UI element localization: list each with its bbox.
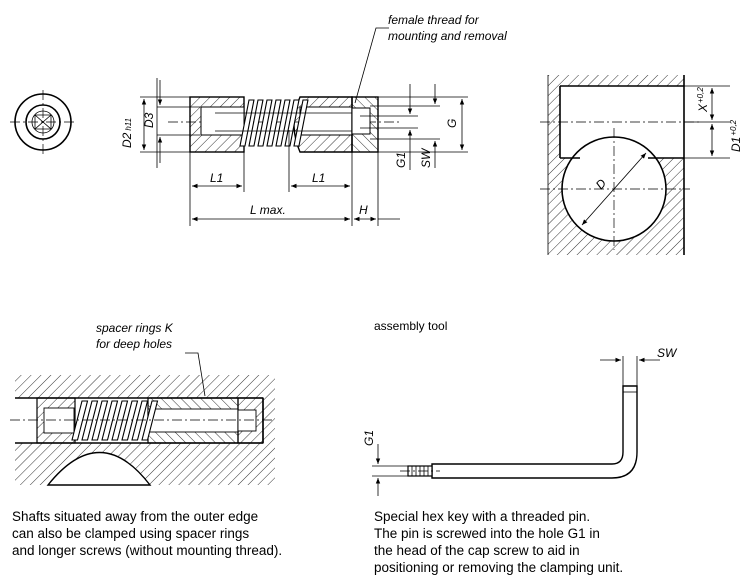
hexkey-caption: Special hex key with a threaded pin. The…	[374, 508, 623, 576]
d1-label: D1+0,2	[729, 119, 743, 152]
x-label: X+0,2	[696, 87, 710, 113]
female-thread-label-2: mounting and removal	[388, 29, 507, 43]
g1-label: G1	[394, 152, 408, 168]
tool-sw-label: SW	[657, 346, 678, 360]
d3-label: D3	[142, 112, 156, 128]
tool-g1-label: G1	[362, 430, 376, 446]
spring-coils	[239, 99, 309, 147]
side-view-dimensions	[140, 27, 468, 226]
l-max-label: L max.	[250, 203, 286, 217]
h-label: H	[359, 203, 368, 217]
hexkey-caption-line: the head of the cap screw to aid in	[374, 543, 580, 558]
hexkey-caption-line: Special hex key with a threaded pin.	[374, 509, 591, 524]
installation-view	[540, 75, 730, 255]
spacer-view	[10, 352, 275, 486]
spacer-spring-coils	[71, 400, 159, 441]
spacer-rings-label-2: for deep holes	[96, 337, 172, 351]
hex-key	[372, 356, 660, 496]
spacer-caption-line: and longer screws (without mounting thre…	[12, 543, 283, 558]
hexkey-caption-line: positioning or removing the clamping uni…	[374, 560, 624, 575]
assembly-tool-label: assembly tool	[374, 319, 447, 333]
g-label: G	[445, 119, 459, 128]
spacer-rings-label-1: spacer rings K	[96, 321, 174, 335]
d2-label: D2h11	[120, 118, 134, 148]
sw-label: SW	[419, 147, 433, 168]
side-view	[168, 96, 400, 153]
l1-left-label: L1	[210, 171, 223, 185]
end-view	[10, 90, 76, 156]
spacer-caption-line: can also be clamped using spacer rings	[12, 526, 250, 541]
female-thread-label-1: female thread for	[388, 13, 480, 27]
spacer-caption-line: Shafts situated away from the outer edge	[12, 509, 259, 524]
l1-right-label: L1	[312, 171, 325, 185]
spacer-caption: Shafts situated away from the outer edge…	[12, 508, 282, 559]
hexkey-caption-line: The pin is screwed into the hole G1 in	[374, 526, 600, 541]
